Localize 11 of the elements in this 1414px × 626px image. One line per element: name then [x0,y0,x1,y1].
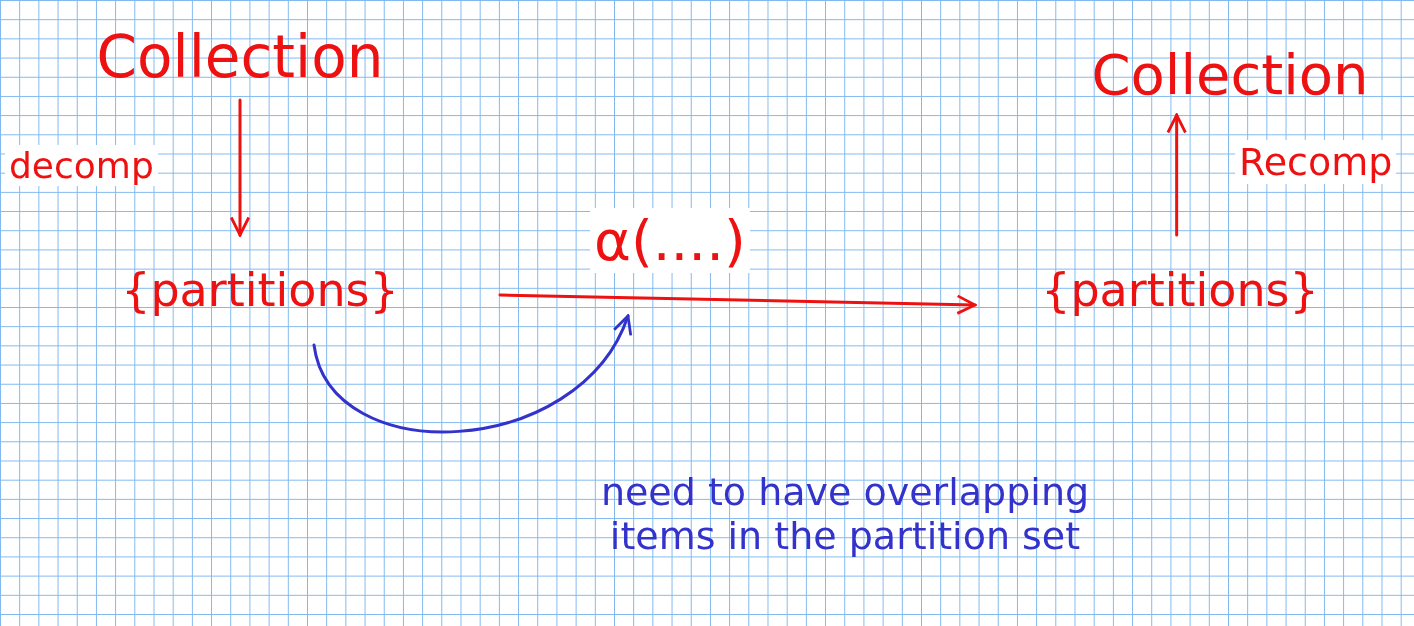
edge-label: Recomp [1235,140,1397,184]
handwritten-label: Collection [96,24,384,91]
edge-label: decomp [5,145,158,186]
arrow [312,314,630,433]
handwritten-label: {partitions} [121,263,399,317]
arrow [1166,113,1187,237]
edge-label: α(....) [590,208,750,273]
handwritten-label: Collection [1091,42,1369,108]
arrow [498,293,977,315]
arrow [229,98,251,237]
handwritten-label: {partitions} [1041,263,1319,317]
